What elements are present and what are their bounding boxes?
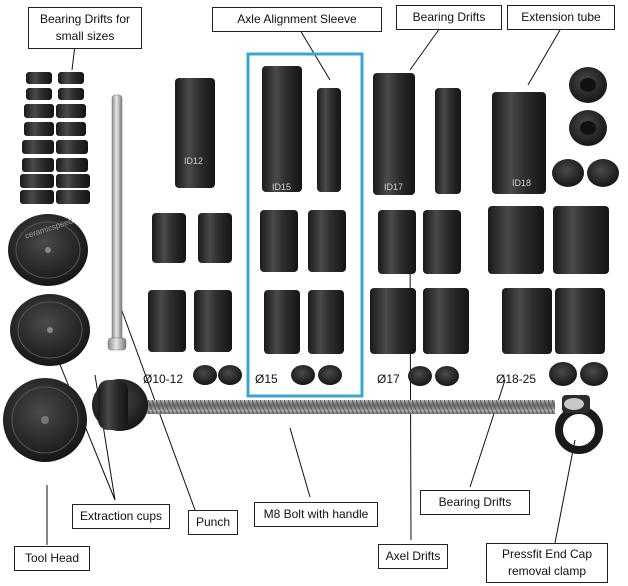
callout-axle-alignment-sleeve: Axle Alignment Sleeve — [212, 7, 382, 32]
pressfit-end-cap-clamp — [555, 395, 603, 454]
small-bearing-drifts — [20, 72, 90, 204]
callout-line-2: removal clamp — [507, 564, 587, 578]
callout-bearing-drifts-bottom: Bearing Drifts — [420, 490, 530, 515]
callout-extraction-cups: Extraction cups — [72, 504, 170, 529]
size-label-10-12: Ø10-12 — [143, 372, 184, 386]
drifts-group-17 — [370, 73, 469, 386]
size-label-18-25: Ø18-25 — [496, 372, 537, 386]
callout-line-1: Bearing Drifts for — [39, 12, 131, 26]
callout-m8-bolt: M8 Bolt with handle — [254, 502, 378, 527]
callout-bearing-drifts-top: Bearing Drifts — [396, 5, 502, 30]
callout-extension-tube: Extension tube — [507, 5, 615, 30]
callout-line-2: small sizes — [55, 29, 115, 43]
right-column-discs — [552, 67, 619, 187]
callout-punch: Punch — [188, 510, 238, 535]
callout-bearing-drifts-small: Bearing Drifts for small sizes — [28, 7, 142, 49]
sleeve-id-17: ID17 — [384, 182, 404, 192]
sleeve-id-15: ID15 — [272, 182, 292, 192]
size-label-15: Ø15 — [255, 372, 278, 386]
sleeve-id-12: ID12 — [184, 156, 204, 166]
callout-line-1: Pressfit End Cap — [501, 547, 593, 561]
tool-head — [3, 378, 87, 462]
m8-bolt-with-handle — [92, 379, 555, 431]
callout-tool-head: Tool Head — [14, 546, 90, 571]
callout-pressfit-clamp: Pressfit End Cap removal clamp — [486, 543, 608, 583]
drifts-group-18-25 — [488, 92, 609, 386]
size-label-17: Ø17 — [377, 372, 400, 386]
axle-sleeve-highlight — [246, 52, 364, 398]
punch — [107, 94, 127, 351]
extraction-cups — [8, 214, 90, 366]
drifts-group-10-12 — [148, 78, 242, 385]
callout-axel-drifts: Axel Drifts — [378, 544, 448, 569]
drifts-group-15 — [246, 52, 364, 398]
sleeve-id-18: ID18 — [512, 178, 532, 188]
